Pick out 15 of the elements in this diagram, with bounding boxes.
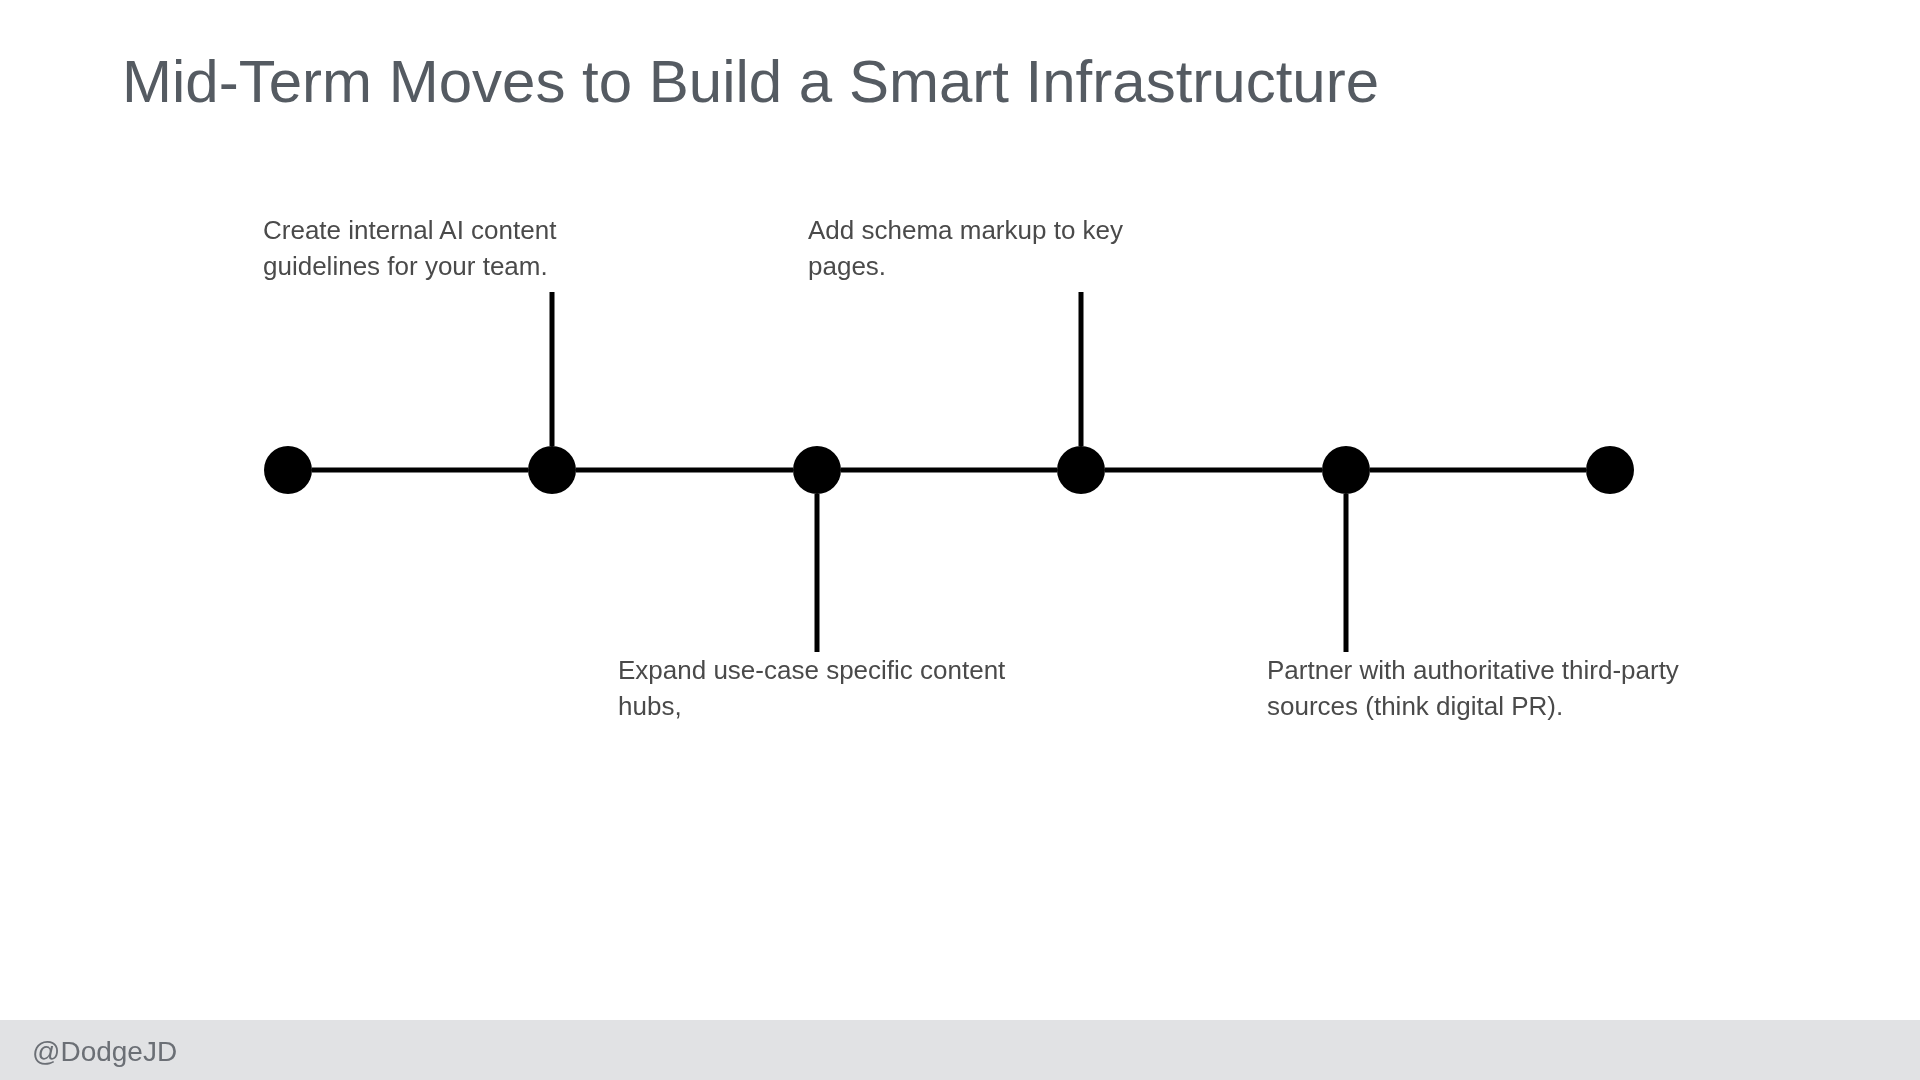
leader-line [814,494,820,652]
timeline-segment [312,467,528,473]
milestone-text: Add schema markup to key pages. [808,214,1125,283]
leader-line [1343,494,1349,652]
milestone-text: Create internal AI content guidelines for your team. [263,214,558,283]
milestone-text: Expand use-case specific content hubs, [618,654,1007,723]
timeline-segment [576,467,793,473]
milestone-text: Partner with authoritative third-party sources (think digital PR). [1267,654,1680,723]
timeline-segment [1105,467,1322,473]
leader-line [549,292,555,446]
leader-line [1078,292,1084,446]
slide-title: Mid-Term Moves to Build a Smart Infrastructure [122,47,1380,117]
author-handle: @DodgeJD [32,1035,178,1069]
timeline-segment [841,467,1057,473]
timeline-segment [1370,467,1586,473]
